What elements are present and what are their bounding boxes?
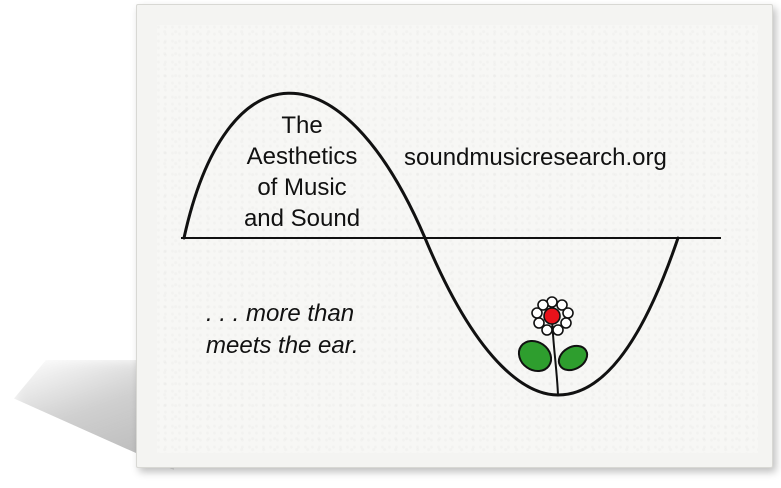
title-line-2: Aesthetics (246, 143, 358, 170)
flower-leaf-right (557, 344, 589, 372)
title-line-1: The (281, 112, 323, 139)
flower-leaf-left (517, 339, 553, 373)
title-line-4: and Sound (243, 205, 361, 232)
flower-center (543, 307, 561, 325)
title-line-3: of Music (257, 174, 347, 201)
flower-icon (517, 296, 589, 396)
website-text: soundmusicresearch.org (404, 144, 667, 171)
tagline: . . . more than meets the ear. (206, 298, 359, 362)
sine-wave (182, 91, 680, 397)
title-block: The Aesthetics of Music and Sound (222, 110, 382, 234)
tagline-line-1: . . . more than (206, 300, 355, 327)
tagline-line-2: meets the ear. (206, 332, 359, 359)
flower-stem (551, 317, 559, 396)
flower-petals (531, 296, 574, 336)
